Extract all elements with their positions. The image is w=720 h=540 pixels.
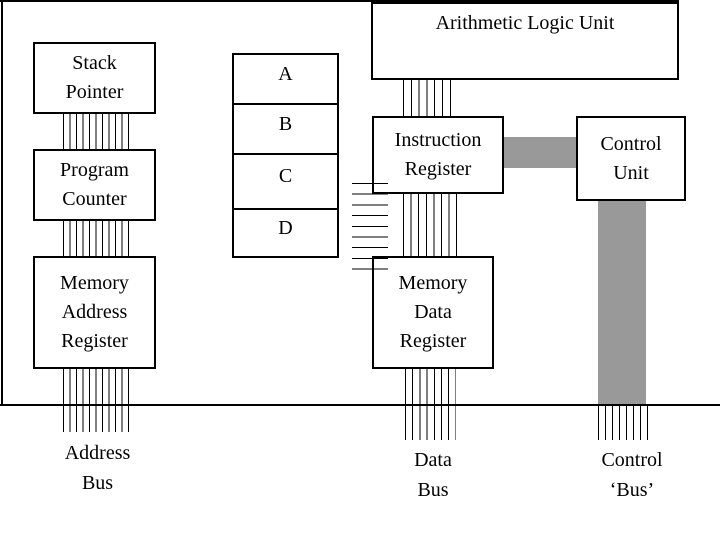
control-bus-label: Control ‘Bus’ (601, 449, 663, 501)
register-file-box: A B C D (232, 53, 339, 258)
sp-to-pc-wires (63, 113, 129, 150)
pc-to-mar-wires (63, 219, 129, 257)
frame-left-border (1, 0, 3, 405)
arithmetic-logic-unit-box: Arithmetic Logic Unit (371, 2, 679, 80)
address-bus-label: Address Bus (64, 442, 131, 494)
register-a-label: A (278, 62, 293, 85)
memory-address-register-box: Memory Address Register (33, 256, 156, 369)
data-bus-label: Data Bus (414, 449, 452, 501)
register-b-label: B (278, 112, 293, 135)
program-counter-label: Program Counter (60, 159, 129, 210)
ir-to-mdr-wires (403, 193, 457, 257)
memory-address-register-label: Memory Address Register (60, 272, 129, 352)
memory-data-register-label: Memory Data Register (398, 272, 468, 352)
register-a-cell: A (234, 55, 337, 103)
register-c-label: C (278, 165, 293, 187)
ir-to-cu-gray-bus (504, 137, 576, 168)
system-bus-line (0, 404, 720, 406)
control-unit-box: Control Unit (576, 116, 686, 201)
instruction-register-label: Instruction Register (394, 129, 482, 180)
stack-pointer-box: Stack Pointer (33, 42, 156, 114)
mar-to-address-bus-wires (63, 368, 129, 432)
register-c-cell: C (234, 153, 337, 208)
program-counter-box: Program Counter (33, 149, 156, 221)
instruction-register-box: Instruction Register (372, 116, 504, 194)
register-file-to-ir-mdr-wires (352, 183, 388, 270)
register-b-cell: B (234, 103, 337, 153)
stack-pointer-label: Stack Pointer (65, 52, 124, 103)
control-unit-label: Control Unit (600, 132, 662, 184)
register-d-cell: D (234, 208, 337, 256)
memory-data-register-box: Memory Data Register (372, 256, 494, 369)
control-unit-gray-bus (598, 200, 646, 405)
register-d-label: D (278, 216, 293, 239)
alu-to-ir-wires (403, 79, 451, 117)
control-bus-wires (598, 405, 648, 440)
mdr-to-data-bus-wires (405, 368, 456, 440)
frame-top-border (0, 0, 679, 2)
arithmetic-logic-unit-label: Arithmetic Logic Unit (435, 12, 615, 34)
